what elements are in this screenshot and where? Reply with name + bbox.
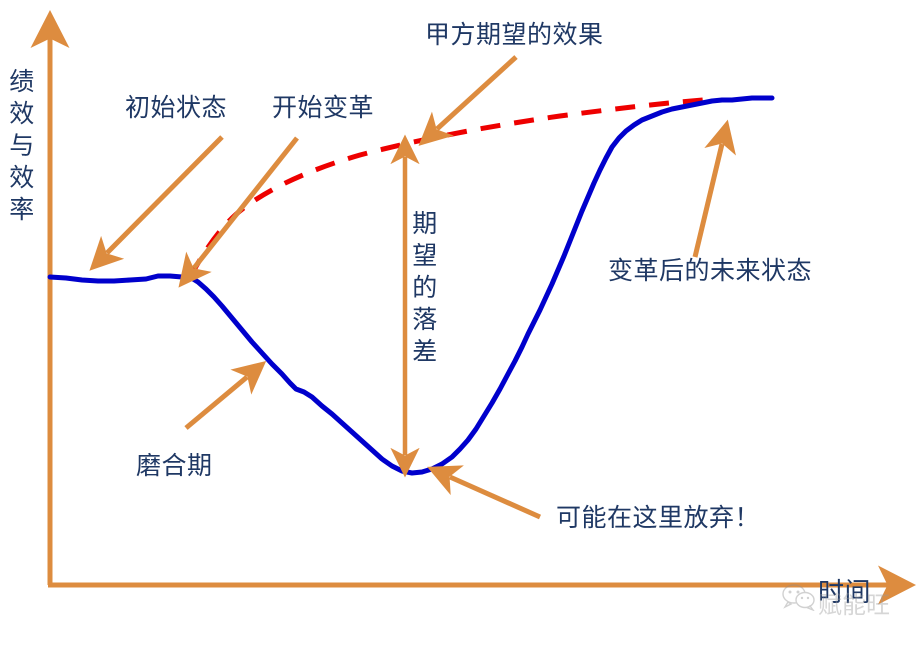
annotation-start-change: 开始变革 bbox=[272, 94, 375, 122]
future-state-arrow bbox=[692, 119, 736, 258]
annotation-expected-effect: 甲方期望的效果 bbox=[425, 21, 604, 49]
x-axis-title: 时间 bbox=[818, 577, 872, 607]
initial-state-arrow bbox=[89, 135, 224, 271]
annotation-future-state: 变革后的未来状态 bbox=[608, 257, 813, 285]
annotation-run-in-period: 磨合期 bbox=[136, 452, 213, 480]
expected-effect-arrow bbox=[418, 55, 518, 146]
axis-group bbox=[30, 10, 916, 605]
give-up-here-arrow bbox=[427, 465, 542, 520]
annotation-give-up-here: 可能在这里放弃！ bbox=[556, 504, 761, 532]
actual-curve-solid bbox=[47, 95, 775, 476]
run-in-period-arrow bbox=[184, 360, 267, 430]
annotation-expectation-gap: 期望的落差 bbox=[412, 210, 438, 366]
annotation-initial-state: 初始状态 bbox=[125, 94, 228, 122]
annotation-arrows bbox=[89, 55, 736, 520]
expected-curve-dashed bbox=[187, 97, 704, 279]
start-change-arrow bbox=[178, 136, 299, 288]
y-axis-title: 绩效与效率 bbox=[9, 68, 35, 224]
